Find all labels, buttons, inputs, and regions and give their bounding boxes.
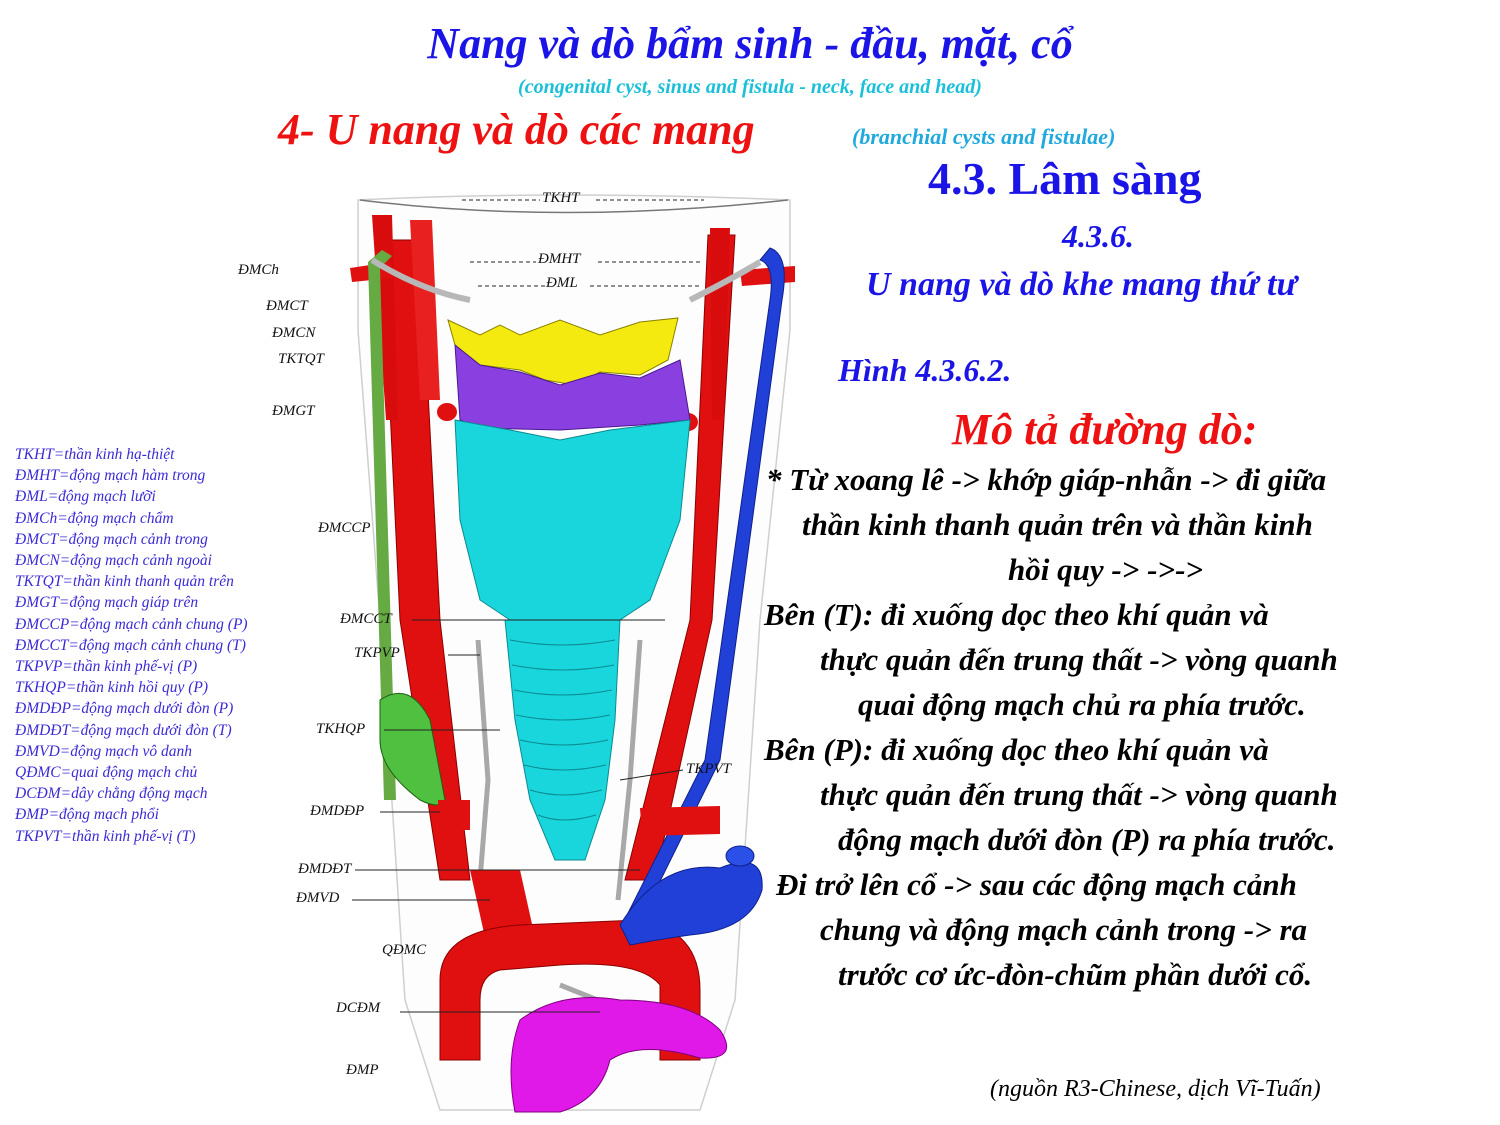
left-subclavian-artery	[640, 806, 720, 836]
label-pointer-lines	[352, 619, 684, 1013]
legend-item: ĐMCT=động mạch cảnh trong	[15, 530, 208, 548]
superior-thyroid-artery-right	[437, 403, 457, 421]
label-dmgt: ĐMGT	[272, 403, 315, 419]
description-line: thần kinh thanh quản trên và thần kinh	[802, 507, 1313, 542]
right-subclavian-artery	[438, 800, 470, 830]
label-dmddt: ĐMDĐT	[298, 861, 352, 877]
figure-number: Hình 4.3.6.2.	[838, 352, 1012, 388]
legend-item: ĐMGT=động mạch giáp trên	[15, 594, 199, 612]
description-line: hồi quy -> ->->	[1008, 552, 1204, 587]
label-tkpvt: TKPVT	[686, 761, 732, 777]
aortic-arch	[439, 919, 701, 1061]
description-line: Bên (T): đi xuống dọc theo khí quản và	[764, 597, 1269, 632]
label-tkhqp: TKHQP	[316, 721, 366, 737]
legend-item: ĐML=động mạch lưỡi	[15, 488, 156, 506]
subsubsection-title: U nang và dò khe mang thứ tư	[866, 266, 1297, 303]
label-dmht: ĐMHT	[538, 251, 581, 267]
trachea	[504, 619, 621, 861]
source-credit: (nguồn R3-Chinese, dịch Vĩ-Tuấn)	[990, 1076, 1321, 1102]
legend-item: ĐMCCP=động mạch cảnh chung (P)	[15, 615, 248, 633]
vagus-nerve-right-green	[368, 250, 396, 800]
subsubsection-number: 4.3.6.	[1062, 218, 1134, 254]
trachea-rings	[509, 639, 616, 821]
label-dmvd: ĐMVD	[296, 890, 340, 906]
legend-item: TKPVP=thần kinh phế-vị (P)	[15, 658, 198, 676]
label-tkht: TKHT	[542, 190, 580, 206]
legend-item: ĐMDĐP=động mạch dưới đòn (P)	[15, 700, 234, 718]
thyroid-lobe-right	[379, 692, 446, 806]
legend-item: ĐMP=động mạch phổi	[15, 806, 159, 824]
section-heading: 4- U nang và dò các mang	[278, 105, 755, 154]
legend-item: QĐMC=quai động mạch chủ	[15, 764, 198, 782]
description-line: Đi trở lên cổ -> sau các động mạch cảnh	[776, 867, 1297, 902]
description-line: trước cơ ức-đòn-chũm phần dưới cổ.	[838, 957, 1313, 992]
hyoid-bone	[447, 317, 679, 386]
legend-item: TKHQP=thần kinh hồi quy (P)	[15, 679, 208, 697]
label-dml: ĐML	[546, 275, 578, 291]
skull-base-line	[359, 199, 789, 214]
label-dmp: ĐMP	[346, 1062, 379, 1078]
larynx-thyroid-cartilage	[454, 419, 691, 621]
legend-item: ĐMDĐT=động mạch dưới đòn (T)	[15, 721, 232, 739]
label-qdmc: QĐMC	[382, 942, 427, 958]
label-leader-lines	[462, 199, 704, 287]
label-dmcct: ĐMCCT	[340, 611, 392, 627]
legend-item: ĐMCh=động mạch chẩm	[15, 509, 174, 527]
external-carotid-right	[410, 220, 440, 400]
description-line: Bên (P): đi xuống dọc theo khí quản và	[764, 732, 1269, 767]
pouch-opening	[725, 845, 755, 867]
legend-item: ĐMCN=động mạch cảnh ngoài	[15, 552, 212, 570]
description-line: thực quản đến trung thất -> vòng quanh	[820, 777, 1338, 812]
description-heading: Mô tả đường dò:	[952, 405, 1258, 454]
label-dmccp: ĐMCCP	[318, 520, 371, 536]
hypoglossal-nerve-left	[688, 259, 762, 303]
label-dmch: ĐMCh	[238, 262, 279, 278]
esophageal-pouch	[619, 861, 763, 946]
legend-item: ĐMCCT=động mạch cảnh chung (T)	[15, 636, 246, 654]
internal-carotid-left	[710, 228, 730, 420]
vagus-nerve-right	[475, 639, 491, 881]
description-line: chung và động mạch cảnh trong -> ra	[820, 912, 1308, 947]
hypoglossal-nerve-right	[370, 257, 471, 303]
abbreviation-legend: TKHT=thần kinh hạ-thiệt ĐMHT=động mạch h…	[15, 444, 248, 847]
description-line: động mạch dưới đòn (P) ra phía trước.	[838, 822, 1336, 857]
description-line: quai động mạch chủ ra phía trước.	[858, 687, 1306, 722]
page-subtitle: (congenital cyst, sinus and fistula - ne…	[518, 76, 982, 98]
page-title: Nang và dò bẩm sinh - đầu, mặt, cổ	[427, 19, 1073, 68]
label-tkpvp: TKPVP	[354, 645, 400, 661]
legend-item: TKPVT=thần kinh phế-vị (T)	[15, 827, 196, 845]
label-dmcn: ĐMCN	[272, 325, 316, 341]
legend-item: ĐMHT=động mạch hàm trong	[15, 467, 206, 485]
subsection-heading: 4.3. Lâm sàng	[928, 153, 1202, 204]
vagus-nerve-left	[615, 639, 643, 901]
legend-item: TKHT=thần kinh hạ-thiệt	[15, 446, 175, 463]
description-line: * Từ xoang lê -> khớp giáp-nhẫn -> đi gi…	[766, 462, 1327, 497]
pulmonary-trunk	[510, 997, 728, 1113]
section-heading-english: (branchial cysts and fistulae)	[852, 124, 1116, 149]
legend-item: DCĐM=dây chằng động mạch	[15, 785, 208, 803]
description-line: thực quản đến trung thất -> vòng quanh	[820, 642, 1338, 677]
legend-item: TKTQT=thần kinh thanh quản trên	[15, 573, 234, 591]
legend-item: ĐMVD=động mạch vô danh	[15, 742, 193, 760]
label-tktqt: TKTQT	[278, 351, 324, 367]
label-dmct: ĐMCT	[266, 298, 308, 314]
label-dcdm: DCĐM	[336, 1000, 381, 1016]
label-dmddp: ĐMDĐP	[310, 803, 365, 819]
